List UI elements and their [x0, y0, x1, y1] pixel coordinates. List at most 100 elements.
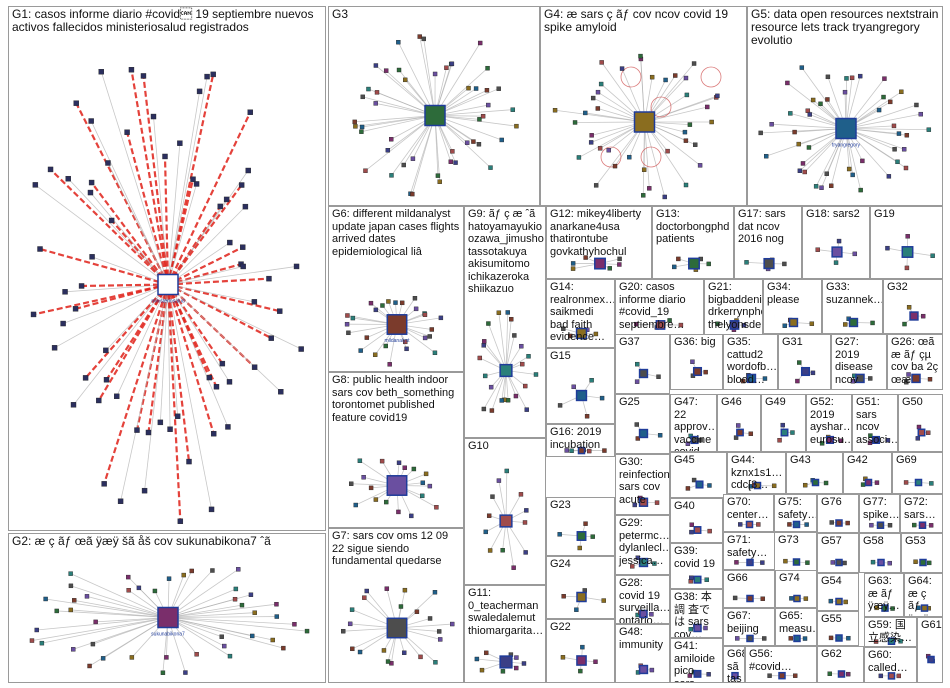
node — [520, 361, 525, 367]
group-graph — [828, 634, 851, 642]
node — [913, 559, 918, 564]
node — [632, 502, 637, 508]
group-graph — [560, 644, 598, 674]
edge — [167, 284, 212, 510]
node — [810, 370, 816, 376]
node — [292, 622, 297, 627]
node — [903, 480, 909, 485]
node — [141, 487, 148, 494]
edge — [105, 284, 169, 351]
node — [499, 398, 504, 403]
group-graph — [738, 520, 761, 529]
node — [649, 74, 655, 80]
node — [383, 68, 389, 73]
node — [389, 173, 394, 178]
node — [657, 433, 663, 438]
node — [140, 73, 147, 79]
node — [380, 303, 385, 308]
edge — [167, 617, 253, 637]
hub-node — [639, 609, 648, 619]
group-pane-g24: G24 — [546, 556, 615, 619]
group-label: G5: data open resources nextstrain resou… — [751, 7, 942, 47]
node — [364, 335, 370, 340]
node — [136, 585, 142, 591]
hub-node — [575, 327, 588, 340]
node — [857, 73, 863, 79]
node — [432, 71, 438, 77]
node — [732, 595, 738, 601]
hub-node — [386, 314, 408, 335]
hub-node — [835, 558, 843, 567]
loop — [620, 66, 642, 88]
group-pane-g40: G40 — [670, 498, 723, 543]
group-graph — [828, 597, 848, 606]
node — [103, 347, 109, 354]
node — [758, 130, 763, 136]
edge — [434, 109, 513, 116]
hub-node — [914, 478, 923, 487]
edge — [419, 36, 436, 116]
node — [858, 187, 863, 193]
node — [274, 601, 279, 607]
node — [88, 118, 94, 124]
node — [402, 587, 408, 593]
group-graph — [635, 663, 655, 675]
group-label: G37 — [619, 336, 640, 348]
group-graph — [869, 521, 893, 529]
node — [510, 107, 516, 112]
group-pane-g70: G70: center… — [723, 494, 774, 532]
node — [481, 339, 487, 344]
node — [344, 321, 350, 327]
node — [403, 339, 408, 345]
node — [570, 266, 576, 271]
node — [846, 635, 851, 641]
node — [488, 384, 494, 390]
group-label: G45 — [674, 454, 695, 466]
group-graph — [630, 555, 657, 569]
edge — [167, 283, 272, 340]
node — [359, 129, 364, 134]
edge — [167, 568, 239, 618]
node — [635, 555, 641, 560]
edge — [845, 113, 921, 129]
edge — [73, 617, 169, 650]
node — [396, 39, 401, 45]
node — [505, 398, 511, 403]
edge — [167, 284, 230, 383]
group-label: G68: sã tas — [727, 648, 744, 683]
node — [160, 670, 166, 675]
node — [247, 109, 253, 115]
node — [108, 217, 115, 224]
group-pane-g68: G68: sã tas — [723, 646, 745, 683]
node — [590, 534, 595, 539]
group-label: G4: æ sars ç ãƒ cov ncov covid 19 spike … — [544, 7, 732, 34]
node — [704, 577, 709, 582]
node — [617, 256, 622, 262]
node — [916, 424, 922, 430]
node — [100, 656, 106, 661]
node — [239, 602, 245, 608]
node — [769, 122, 774, 127]
group-pane-g27: G27: 2019 disease ncov — [831, 334, 887, 390]
node — [885, 245, 890, 251]
group-pane-g20: G20: casos informe diario #covid_19 sept… — [615, 279, 704, 337]
group-label: G18: sars2 — [806, 208, 860, 220]
node — [904, 265, 910, 271]
hub-node — [499, 363, 513, 378]
edge — [167, 91, 200, 285]
node — [393, 300, 398, 305]
edge — [144, 284, 169, 491]
group-graph — [916, 604, 931, 612]
group-label: G27: 2019 disease ncov — [835, 336, 876, 386]
node — [396, 460, 402, 465]
edge — [135, 284, 170, 431]
hub-node — [736, 428, 744, 437]
group-graph — [557, 521, 595, 551]
node — [62, 289, 68, 295]
group-label: G36: big — [674, 336, 716, 348]
group-graph — [552, 53, 722, 200]
node — [183, 670, 188, 675]
node — [359, 124, 365, 130]
node — [181, 572, 186, 578]
node — [270, 637, 275, 643]
